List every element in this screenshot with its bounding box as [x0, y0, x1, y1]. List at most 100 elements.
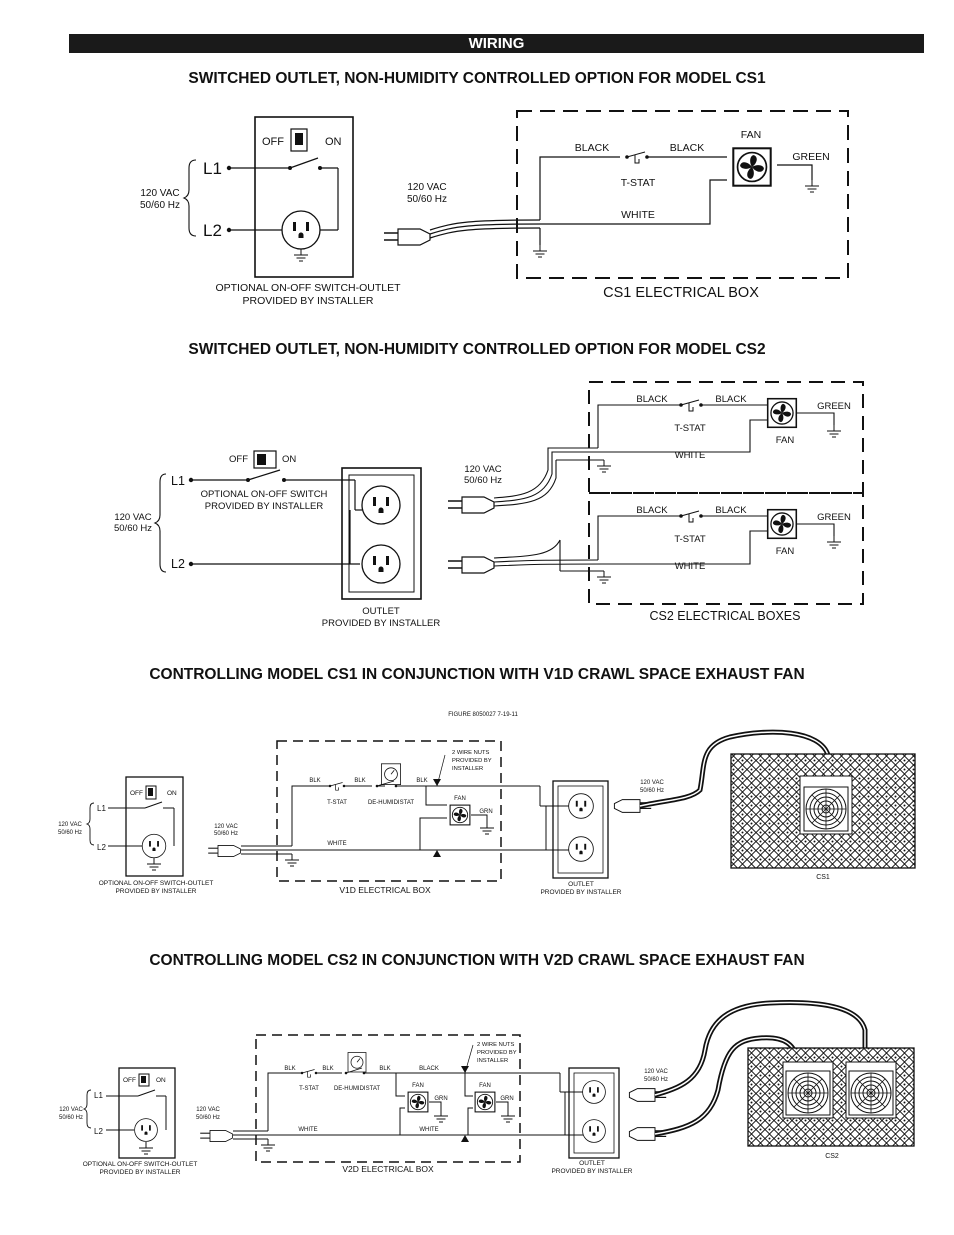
unit-vac-label: 120 VAC — [644, 1069, 668, 1075]
off-label: OFF — [130, 790, 143, 797]
v2d-electrical-box — [255, 1034, 521, 1163]
cs2-electrical-box-lower — [588, 492, 864, 605]
switch-outlet-note-2: PROVIDED BY INSTALLER — [243, 295, 374, 307]
blk-label-3: BLK — [379, 1066, 390, 1072]
black-label-2: BLACK — [670, 142, 704, 154]
header-bar: WIRING — [69, 34, 924, 53]
outlet-note-1: OUTLET — [568, 881, 594, 888]
switch-outlet-note-1: OPTIONAL ON-OFF SWITCH-OUTLET — [83, 1161, 198, 1168]
green-label-2: GREEN — [817, 512, 851, 523]
wire-nuts-note-1: 2 WIRE NUTS — [477, 1042, 514, 1048]
switch-outlet-note-2: PROVIDED BY INSTALLER — [115, 888, 196, 895]
cord-vac-label: 120 VAC — [464, 464, 501, 475]
hz-label: 50/60 Hz — [58, 830, 82, 836]
fan-label: FAN — [741, 129, 761, 141]
vac-label: 120 VAC — [114, 512, 151, 523]
switch-outlet-box — [254, 116, 354, 278]
cs1-unit-label: CS1 — [816, 874, 830, 881]
l1-label: L1 — [171, 474, 185, 488]
blk-label-2: BLK — [354, 778, 365, 784]
unit-hz-label: 50/60 Hz — [644, 1077, 668, 1083]
tstat-label: T-STAT — [327, 800, 347, 806]
hz-label: 50/60 Hz — [140, 200, 180, 211]
outlet-note-1: OUTLET — [362, 606, 400, 617]
cord-vac-label: 120 VAC — [407, 182, 446, 193]
dehumidistat-label: DE-HUMIDISTAT — [368, 800, 414, 806]
white-label: WHITE — [621, 209, 655, 221]
dehumidistat-label: DE-HUMIDISTAT — [334, 1086, 380, 1092]
black-label-2: BLACK — [715, 394, 747, 405]
outlet-note-1: OUTLET — [579, 1160, 605, 1167]
cs2-unit-label: CS2 — [825, 1153, 839, 1160]
on-label: ON — [282, 454, 296, 465]
v1d-box-label: V1D ELECTRICAL BOX — [339, 885, 431, 895]
l2-label: L2 — [97, 843, 106, 852]
grn-label-2: GRN — [500, 1096, 513, 1102]
switch-outlet-note-2: PROVIDED BY INSTALLER — [99, 1169, 180, 1176]
switch-outlet-box — [118, 1067, 176, 1159]
grn-label-1: GRN — [434, 1096, 447, 1102]
l1-label: L1 — [97, 804, 106, 813]
v2d-box-label: V2D ELECTRICAL BOX — [342, 1164, 434, 1174]
section-title-cs1-v1d: CONTROLLING MODEL CS1 IN CONJUNCTION WIT… — [149, 666, 805, 683]
v1d-electrical-box — [276, 740, 502, 882]
tstat-label: T-STAT — [299, 1086, 319, 1092]
switch-outlet-note-1: OPTIONAL ON-OFF SWITCH-OUTLET — [215, 282, 401, 294]
cs1-electrical-box — [516, 110, 849, 279]
white-label: WHITE — [327, 841, 346, 847]
l1-label: L1 — [203, 159, 222, 178]
cord-hz-label: 50/60 Hz — [407, 194, 447, 205]
l1-label: L1 — [94, 1091, 103, 1100]
outlet-note-2: PROVIDED BY INSTALLER — [540, 889, 621, 896]
switch-outlet-note-1: OPTIONAL ON-OFF SWITCH-OUTLET — [99, 880, 214, 887]
switch-note-2: PROVIDED BY INSTALLER — [205, 501, 324, 512]
blk-label-2: BLK — [322, 1066, 333, 1072]
cord-hz-label: 50/60 Hz — [196, 1115, 220, 1121]
diagram-cs2-v2d: OFF ON L1 L2 120 VAC 50/60 Hz OPTIONAL O… — [59, 1000, 915, 1176]
hz-label: 50/60 Hz — [114, 523, 152, 534]
green-label: GREEN — [792, 151, 829, 163]
section-title-cs1: SWITCHED OUTLET, NON-HUMIDITY CONTROLLED… — [188, 70, 766, 87]
tstat-label: T-STAT — [674, 423, 706, 434]
blk-label-3: BLK — [416, 778, 427, 784]
grn-label: GRN — [479, 809, 492, 815]
duplex-outlet-box — [341, 467, 422, 600]
tstat-label-2: T-STAT — [674, 534, 706, 545]
wire-nuts-note-1: 2 WIRE NUTS — [452, 750, 489, 756]
white-label-1: WHITE — [298, 1127, 317, 1133]
fan-label-2: FAN — [479, 1083, 491, 1089]
cord-vac-label: 120 VAC — [214, 824, 238, 830]
outlet-note-2: PROVIDED BY INSTALLER — [551, 1168, 632, 1175]
wire-nuts-note-2: PROVIDED BY — [477, 1050, 517, 1056]
black-label-1: BLACK — [636, 394, 668, 405]
vac-label: 120 VAC — [59, 1107, 83, 1113]
off-label: OFF — [229, 454, 248, 465]
fan-label: FAN — [454, 796, 466, 802]
off-label: OFF — [262, 136, 284, 148]
section-title-cs2: SWITCHED OUTLET, NON-HUMIDITY CONTROLLED… — [188, 341, 766, 358]
black-label-1: BLACK — [575, 142, 609, 154]
l2-label: L2 — [94, 1127, 103, 1136]
off-label: OFF — [123, 1077, 136, 1084]
switch-note-1: OPTIONAL ON-OFF SWITCH — [201, 489, 328, 500]
on-label: ON — [325, 136, 342, 148]
black-label-4: BLACK — [715, 505, 747, 516]
white-label-2: WHITE — [419, 1127, 438, 1133]
cord-hz-label: 50/60 Hz — [214, 831, 238, 837]
cord-vac-label: 120 VAC — [196, 1107, 220, 1113]
black-label: BLACK — [419, 1066, 439, 1072]
unit-hz-label: 50/60 Hz — [640, 788, 664, 794]
wire-nuts-note-2: PROVIDED BY — [452, 758, 492, 764]
on-label: ON — [167, 790, 177, 797]
cs2-electrical-box-upper — [588, 381, 864, 494]
hz-label: 50/60 Hz — [59, 1115, 83, 1121]
duplex-outlet-box — [552, 780, 609, 879]
outlet-note-2: PROVIDED BY INSTALLER — [322, 618, 441, 629]
wire-nuts-note-3: INSTALLER — [477, 1058, 508, 1064]
black-label-3: BLACK — [636, 505, 668, 516]
fan-label-2: FAN — [776, 546, 795, 557]
header-title: WIRING — [468, 35, 525, 52]
section-title-cs2-v2d: CONTROLLING MODEL CS2 IN CONJUNCTION WIT… — [149, 952, 805, 969]
figure-number: FIGURE 8050027 7-19-11 — [448, 712, 518, 718]
